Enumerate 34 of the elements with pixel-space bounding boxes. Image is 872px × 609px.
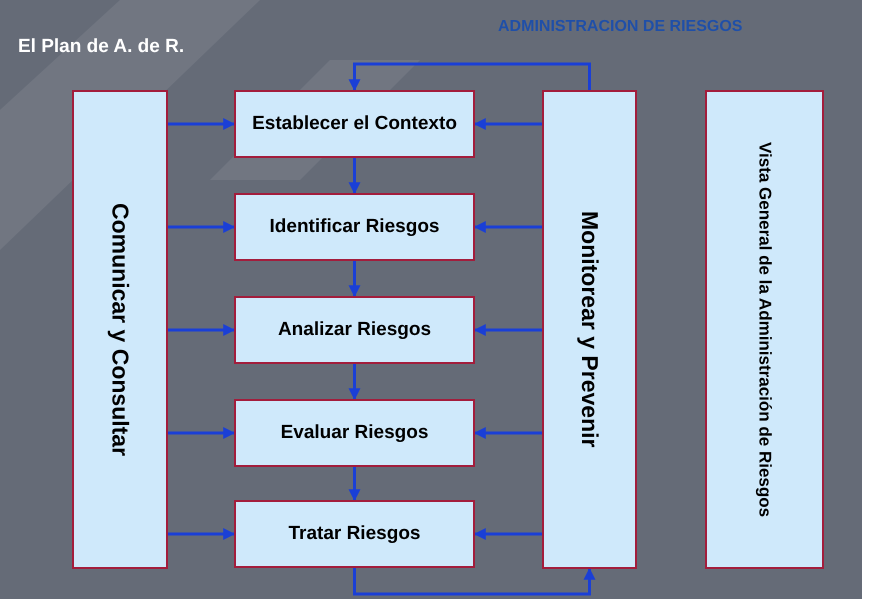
arrow [348, 261, 360, 298]
arrow [168, 221, 236, 233]
vertical-panel [72, 90, 168, 569]
process-box [234, 193, 475, 261]
node-label: Identificar Riesgos [270, 216, 440, 238]
arrow [474, 528, 542, 540]
arrow [474, 118, 542, 130]
vertical-panel [705, 90, 824, 569]
arrow [168, 118, 236, 130]
node-label: Comunicar y Consultar [106, 202, 134, 456]
node-label: Tratar Riesgos [288, 523, 420, 545]
process-box [234, 500, 475, 568]
arrow [474, 221, 542, 233]
heading-label: ADMINISTRACION DE RIESGOS [498, 18, 742, 36]
arrow [348, 364, 360, 400]
node-label: Analizar Riesgos [278, 319, 432, 341]
arrow [168, 427, 236, 439]
arrow [474, 427, 542, 439]
process-box [234, 296, 475, 364]
arrow [348, 62, 591, 92]
node-label: Establecer el Contexto [252, 113, 457, 135]
node-label: Monitorear y Prevenir [576, 211, 603, 448]
vertical-panel [542, 90, 637, 569]
arrow [474, 324, 542, 336]
arrow [168, 324, 236, 336]
arrow [348, 158, 360, 194]
node-label: Vista General de la Administración de Riesgos [754, 142, 774, 518]
title: El Plan de A. de R. [18, 36, 184, 58]
node-label: Evaluar Riesgos [280, 422, 428, 444]
arrow [353, 568, 596, 596]
process-box [234, 399, 475, 467]
process-box [234, 90, 475, 158]
arrow [348, 467, 360, 502]
arrow [168, 528, 236, 540]
